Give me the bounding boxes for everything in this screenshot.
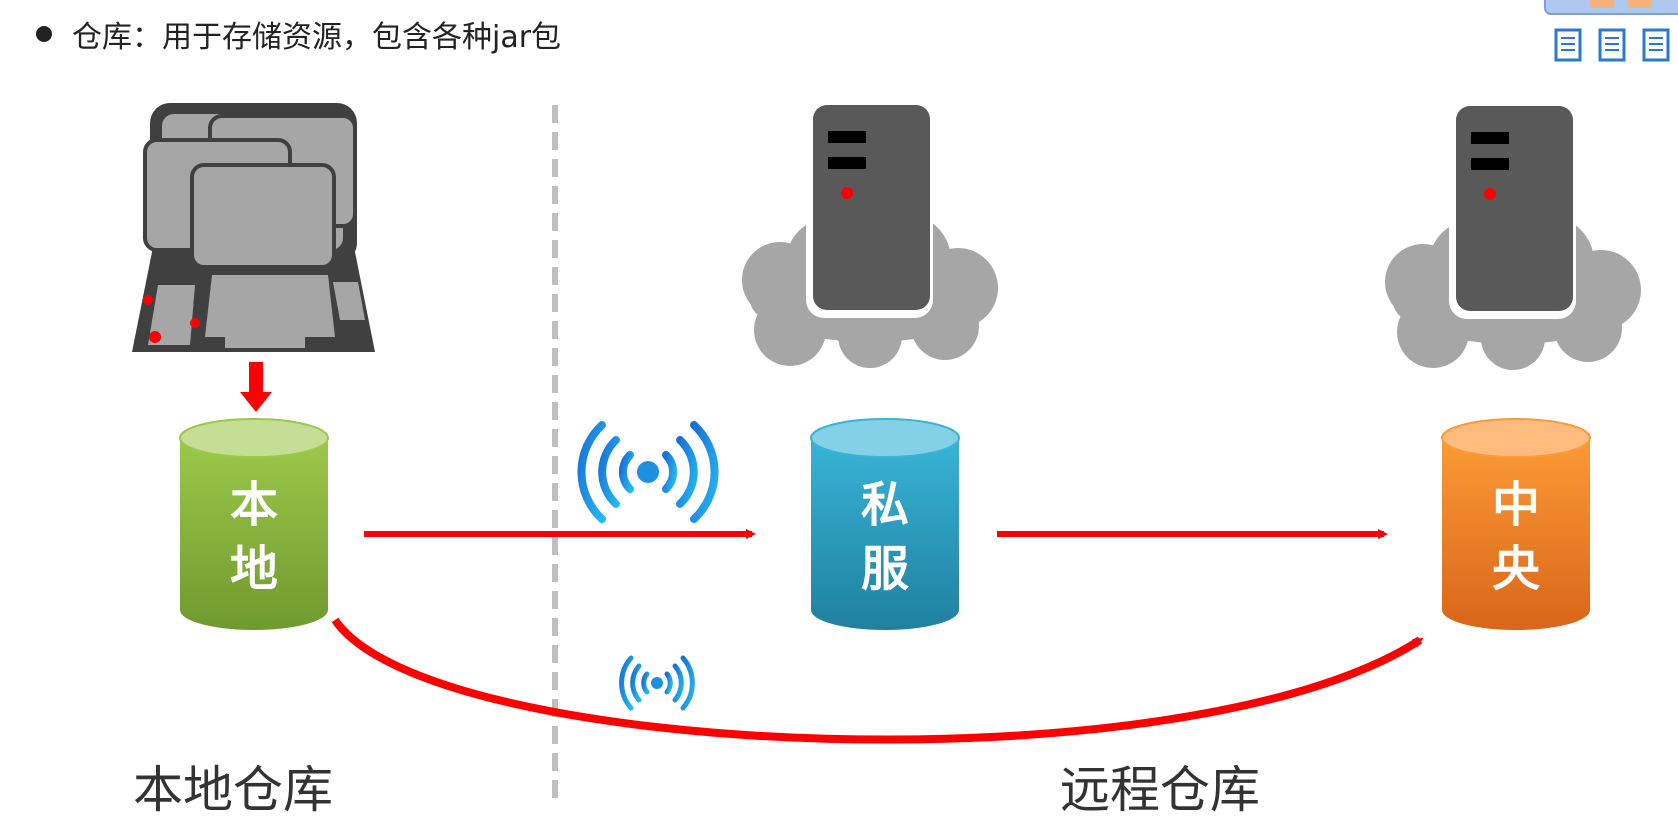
arrow-local-to-central bbox=[331, 617, 1424, 744]
private-cylinder-char-2: 服 bbox=[861, 541, 909, 597]
local-repository-cylinder: 本 地 bbox=[179, 418, 329, 630]
document-icon bbox=[1554, 28, 1582, 62]
bullet-heading: 仓库：用于存储资源，包含各种jar包 bbox=[36, 12, 561, 56]
private-cylinder-char-1: 私 bbox=[861, 477, 909, 533]
wireless-signal-icon bbox=[577, 421, 719, 523]
private-repository-cylinder: 私 服 bbox=[810, 418, 960, 630]
bullet-dot bbox=[36, 26, 52, 42]
central-cylinder-char-1: 中 bbox=[1492, 477, 1540, 533]
wireless-signal-icon bbox=[619, 655, 695, 711]
corner-decoration bbox=[1544, 0, 1678, 62]
computer-cluster-icon bbox=[132, 103, 375, 352]
local-cylinder-char-1: 本 bbox=[230, 477, 278, 533]
central-repository-cylinder: 中 央 bbox=[1441, 418, 1591, 630]
local-cylinder-char-2: 地 bbox=[230, 541, 278, 597]
document-icon bbox=[1642, 28, 1670, 62]
central-cylinder-char-2: 央 bbox=[1492, 541, 1541, 597]
download-arrow bbox=[240, 362, 272, 412]
central-server-icon bbox=[1385, 101, 1641, 370]
remote-repository-label: 远程仓库 bbox=[1060, 761, 1260, 819]
document-icon bbox=[1598, 28, 1626, 62]
private-server-icon bbox=[742, 100, 998, 368]
heading-text: 仓库：用于存储资源，包含各种jar包 bbox=[72, 20, 562, 55]
local-repository-label: 本地仓库 bbox=[133, 761, 333, 819]
